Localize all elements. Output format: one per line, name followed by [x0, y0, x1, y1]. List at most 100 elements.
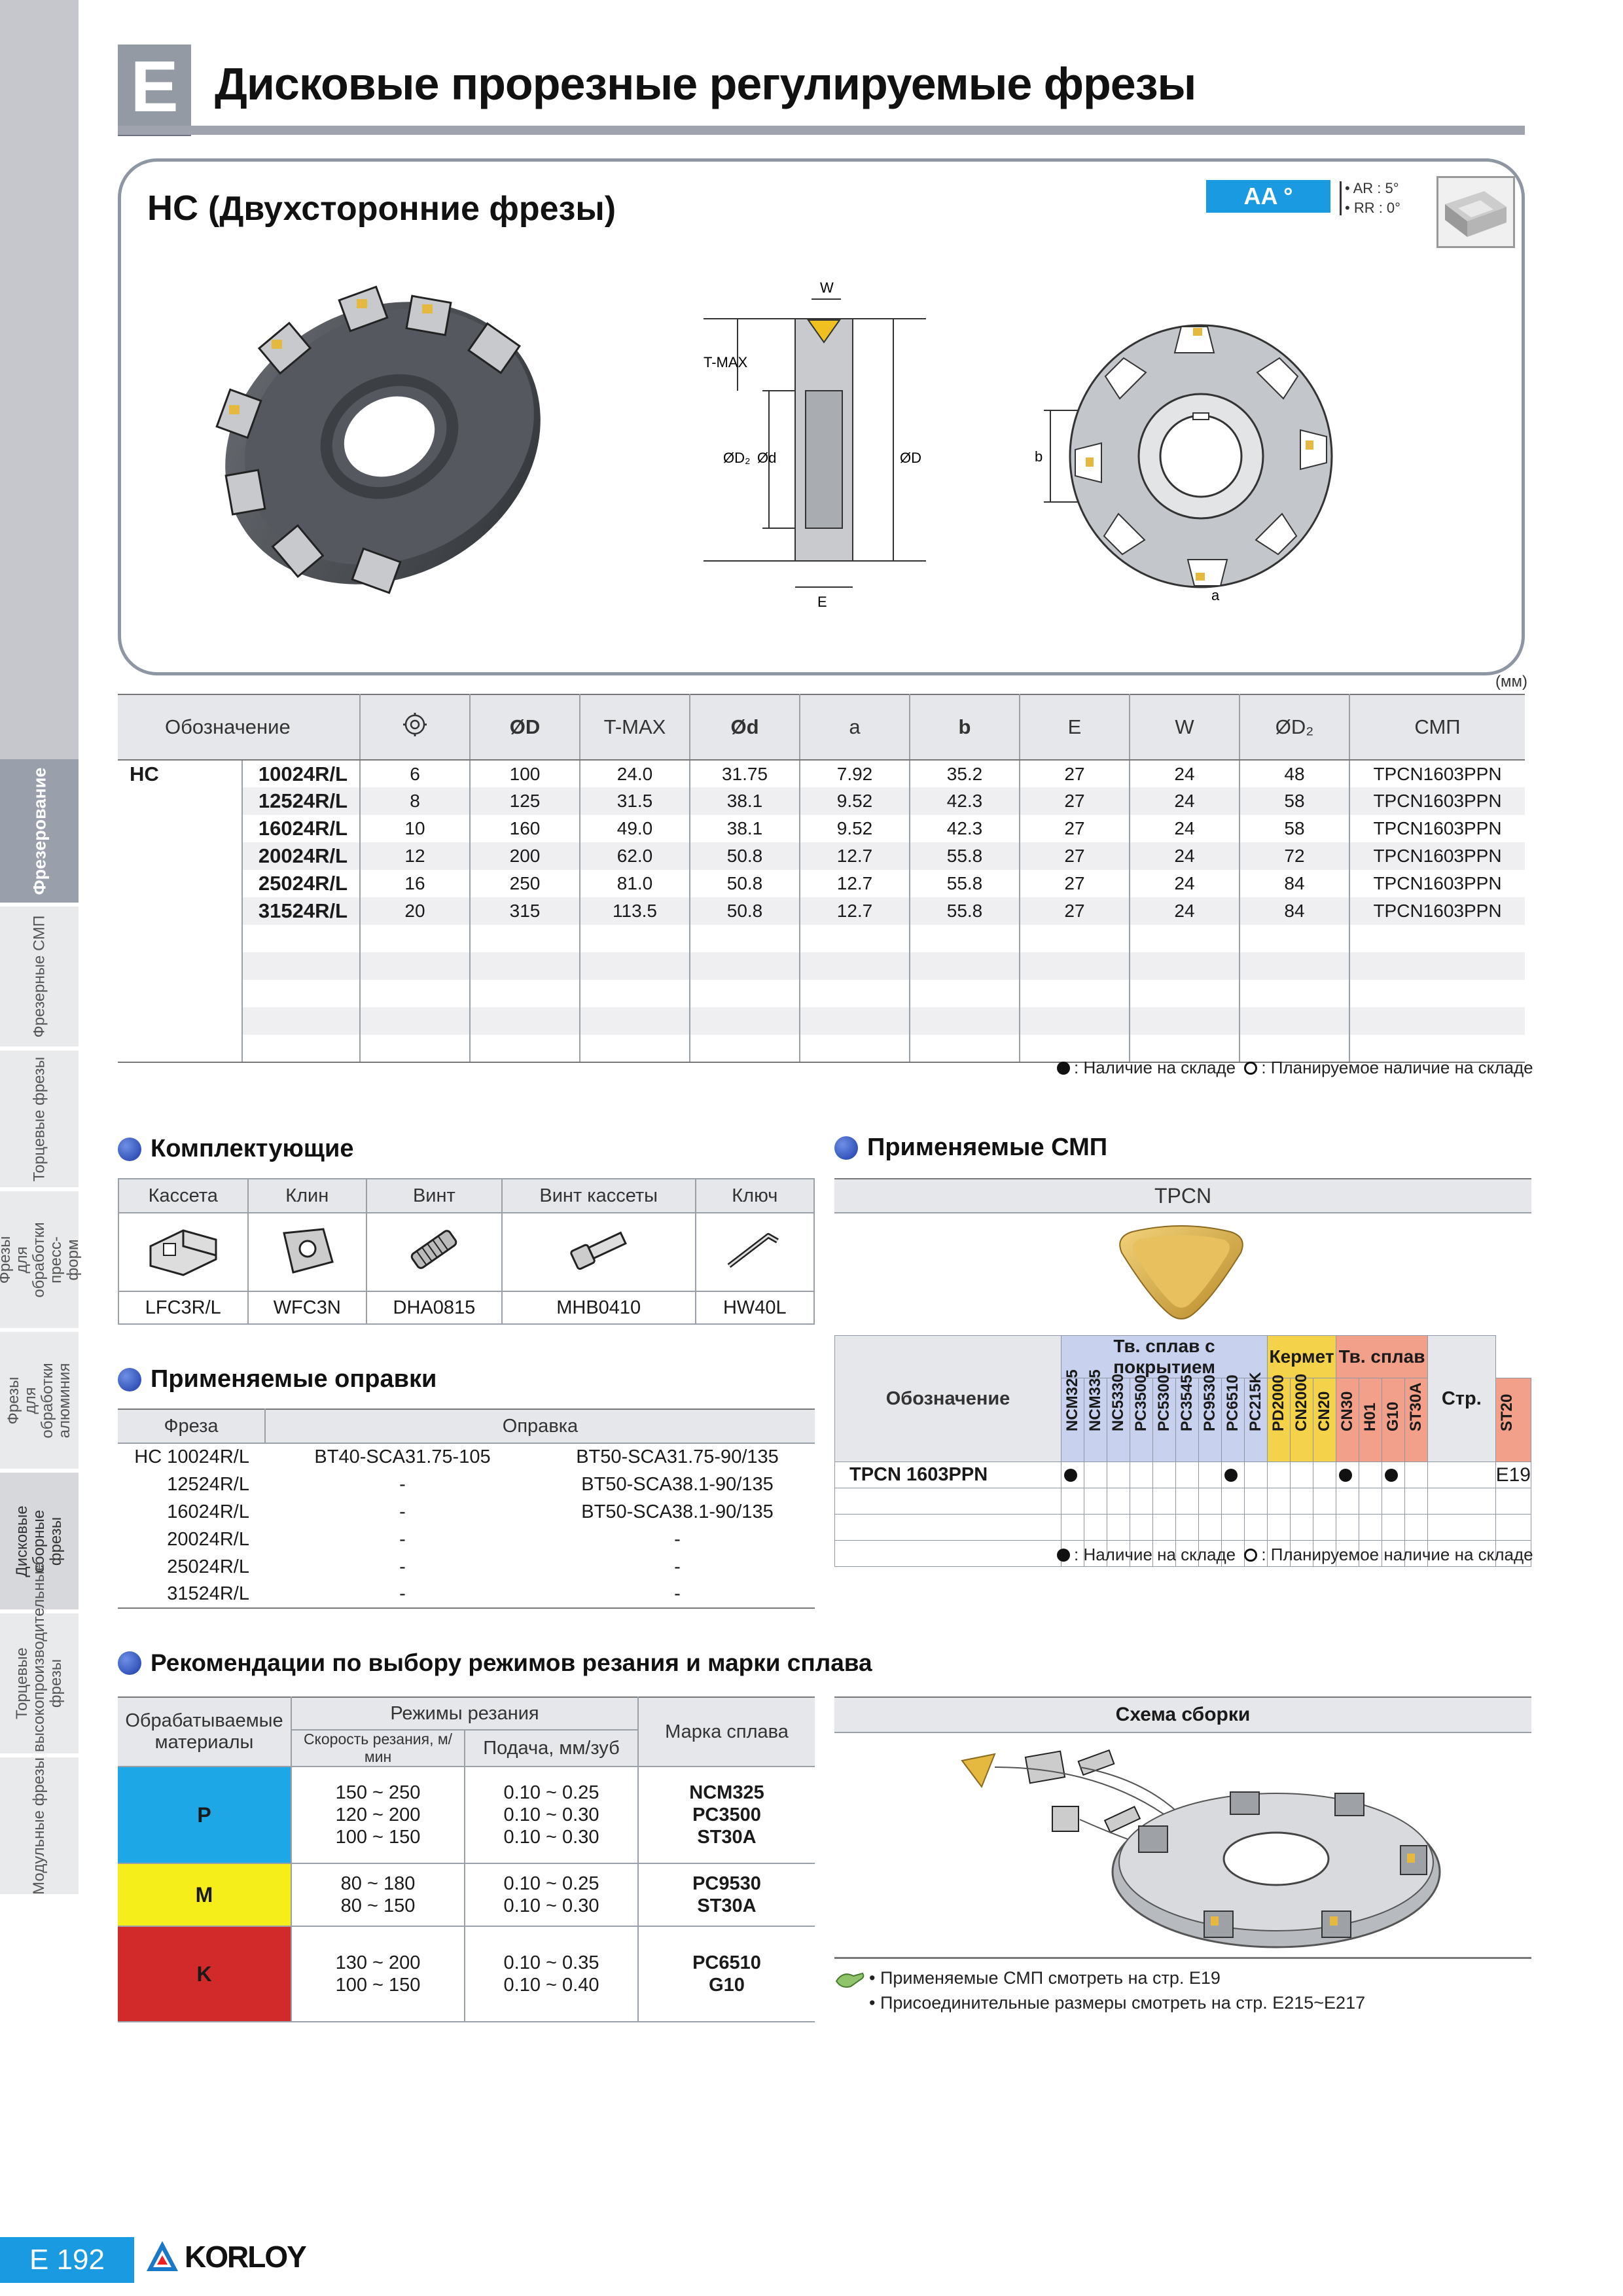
arbor-value: BT50-SCA31.75-90/135: [576, 1446, 779, 1467]
note-hand-icon: [835, 1972, 865, 1988]
table-cell: 31.5: [580, 787, 690, 815]
table-cell: [580, 952, 690, 980]
table-cell: 72: [1240, 842, 1350, 870]
sidebar-tab-face-mills[interactable]: Торцевые фрезы: [0, 1050, 79, 1191]
table-cell: 12.7: [800, 897, 910, 925]
arbor-h-arbor: Оправка: [264, 1408, 815, 1444]
table-cell: [360, 980, 471, 1007]
table-cell: 84: [1240, 897, 1350, 925]
dim-e: E: [817, 594, 827, 610]
bullet-icon: [834, 1136, 858, 1160]
table-cell: [360, 925, 471, 952]
table-cell: [470, 1035, 580, 1063]
table-cell: [1020, 1035, 1130, 1063]
components-table: Кассета Клин Винт Винт кассеты Ключ LFC3…: [118, 1178, 815, 1325]
cutting-table: Обрабатываемые материалы Режимы резания …: [118, 1696, 815, 2022]
table-cell: [1349, 925, 1525, 952]
brand-logo: KORLOY: [144, 2238, 307, 2275]
series-cell: HC: [118, 760, 243, 787]
table-cell: TPCN1603PPN: [1349, 842, 1525, 870]
grade-header: ST30A: [1404, 1378, 1429, 1462]
cutting-feed: 0.10 ~ 0.25 0.10 ~ 0.30 0.10 ~ 0.30: [464, 1766, 639, 1864]
grade-cell: [1427, 1462, 1496, 1488]
cutting-grade: PC6510 G10: [637, 1926, 815, 2022]
grade-col-page: Стр.: [1427, 1335, 1496, 1462]
grade-header: PC215K: [1244, 1372, 1268, 1462]
table-cell: 24: [1130, 760, 1240, 787]
table-cell: [1020, 980, 1130, 1007]
spec-table: Обозначение ØD T-MAX Ød a b E W ØD₂ СМП …: [118, 694, 1525, 1063]
hex-key-icon: [727, 1233, 779, 1268]
sidebar-tab-milling[interactable]: Фрезерование: [0, 759, 79, 906]
grade-row-code: [834, 1514, 1062, 1541]
table-cell: TPCN1603PPN: [1373, 763, 1502, 784]
table-cell: 12.7: [800, 842, 910, 870]
designation-cell: [242, 925, 361, 952]
comp-h-key: Ключ: [694, 1178, 815, 1213]
col-D: ØD: [470, 694, 580, 761]
arbor-value: -: [540, 1581, 815, 1609]
grade-cell: [1382, 1462, 1406, 1488]
sidebar-tab-high-feed[interactable]: Торцевые высокопроизводительные фрезы: [0, 1562, 79, 1757]
product-panel: HC (Двухсторонние фрезы) AA ° • AR : 5° …: [118, 158, 1525, 675]
series-cell: [118, 842, 243, 870]
stock-legend: : Наличие на складе : Планируемое наличи…: [1057, 1058, 1533, 1078]
grade-cell: [1198, 1540, 1222, 1567]
stock-dot-icon: [1224, 1469, 1238, 1482]
table-cell: [470, 925, 580, 952]
col-teeth: [360, 694, 471, 761]
sidebar-tab-disc-cutters[interactable]: Дисковые сборные фрезы: [0, 1473, 79, 1613]
cutting-feed: 0.10 ~ 0.25 0.10 ~ 0.30: [464, 1863, 639, 1927]
table-cell: 10: [360, 815, 471, 842]
table-row: [118, 1007, 1525, 1035]
arbor-value: -: [265, 1581, 540, 1609]
table-cell: 58: [1240, 815, 1350, 842]
grade-cell: [1130, 1514, 1154, 1541]
table-cell: 200: [470, 842, 580, 870]
table-cell: 31.75: [690, 760, 800, 787]
table-cell: 160: [470, 815, 580, 842]
table-cell: 24: [1130, 815, 1240, 842]
table-cell: [1020, 1007, 1130, 1035]
table-cell: 12: [360, 842, 471, 870]
sidebar-tab-aluminium[interactable]: Фрезы для обработки алюминия: [0, 1332, 79, 1473]
stock-dot-icon: [1385, 1469, 1399, 1482]
table-row: [118, 925, 1525, 952]
grade-cell: [1404, 1514, 1429, 1541]
table-cell: [580, 1007, 690, 1035]
grade-cell: [1313, 1488, 1337, 1515]
stock-dot-icon: [1064, 1469, 1078, 1482]
sidebar-tab-die-mold[interactable]: Фрезы для обработки пресс-форм: [0, 1191, 82, 1332]
grade-header: NCM325: [1061, 1369, 1085, 1462]
grade-cell: [1198, 1488, 1222, 1515]
grade-header: PC6510: [1221, 1374, 1245, 1462]
rake-divider: [1340, 181, 1342, 215]
grade-header: CN2000: [1290, 1373, 1314, 1462]
table-cell: 7.92: [800, 760, 910, 787]
grade-cell: [1175, 1462, 1200, 1488]
series-cell: [118, 980, 243, 1007]
table-cell: 24.0: [580, 760, 690, 787]
dim-oD: ØD: [900, 450, 921, 466]
dim-b: b: [1035, 448, 1043, 465]
designation-cell: [242, 1035, 361, 1063]
comp-cassette-code: LFC3R/L: [118, 1291, 249, 1325]
arbor-cutter: 25024R/L: [167, 1556, 249, 1577]
table-cell: 27: [1020, 842, 1130, 870]
group-cermet: Кермет: [1267, 1335, 1337, 1378]
table-cell: 38.1: [690, 787, 800, 815]
sidebar-tab-inserts[interactable]: Фрезерные СМП: [0, 906, 79, 1050]
table-cell: 27: [1020, 897, 1130, 925]
screw-icon: [411, 1230, 457, 1269]
grade-cell: [1221, 1462, 1245, 1488]
arbor-row: 25024R/L--: [118, 1553, 815, 1581]
sidebar-tab-modular[interactable]: Модульные фрезы: [0, 1757, 79, 1898]
grade-cell: [1404, 1540, 1429, 1567]
table-cell: [1240, 980, 1350, 1007]
product-title: HC (Двухсторонние фрезы): [147, 188, 616, 228]
arbors-heading: Применяемые оправки: [118, 1365, 437, 1393]
cutting-speed: 150 ~ 250 120 ~ 200 100 ~ 150: [291, 1766, 465, 1864]
table-cell: [1130, 1035, 1240, 1063]
